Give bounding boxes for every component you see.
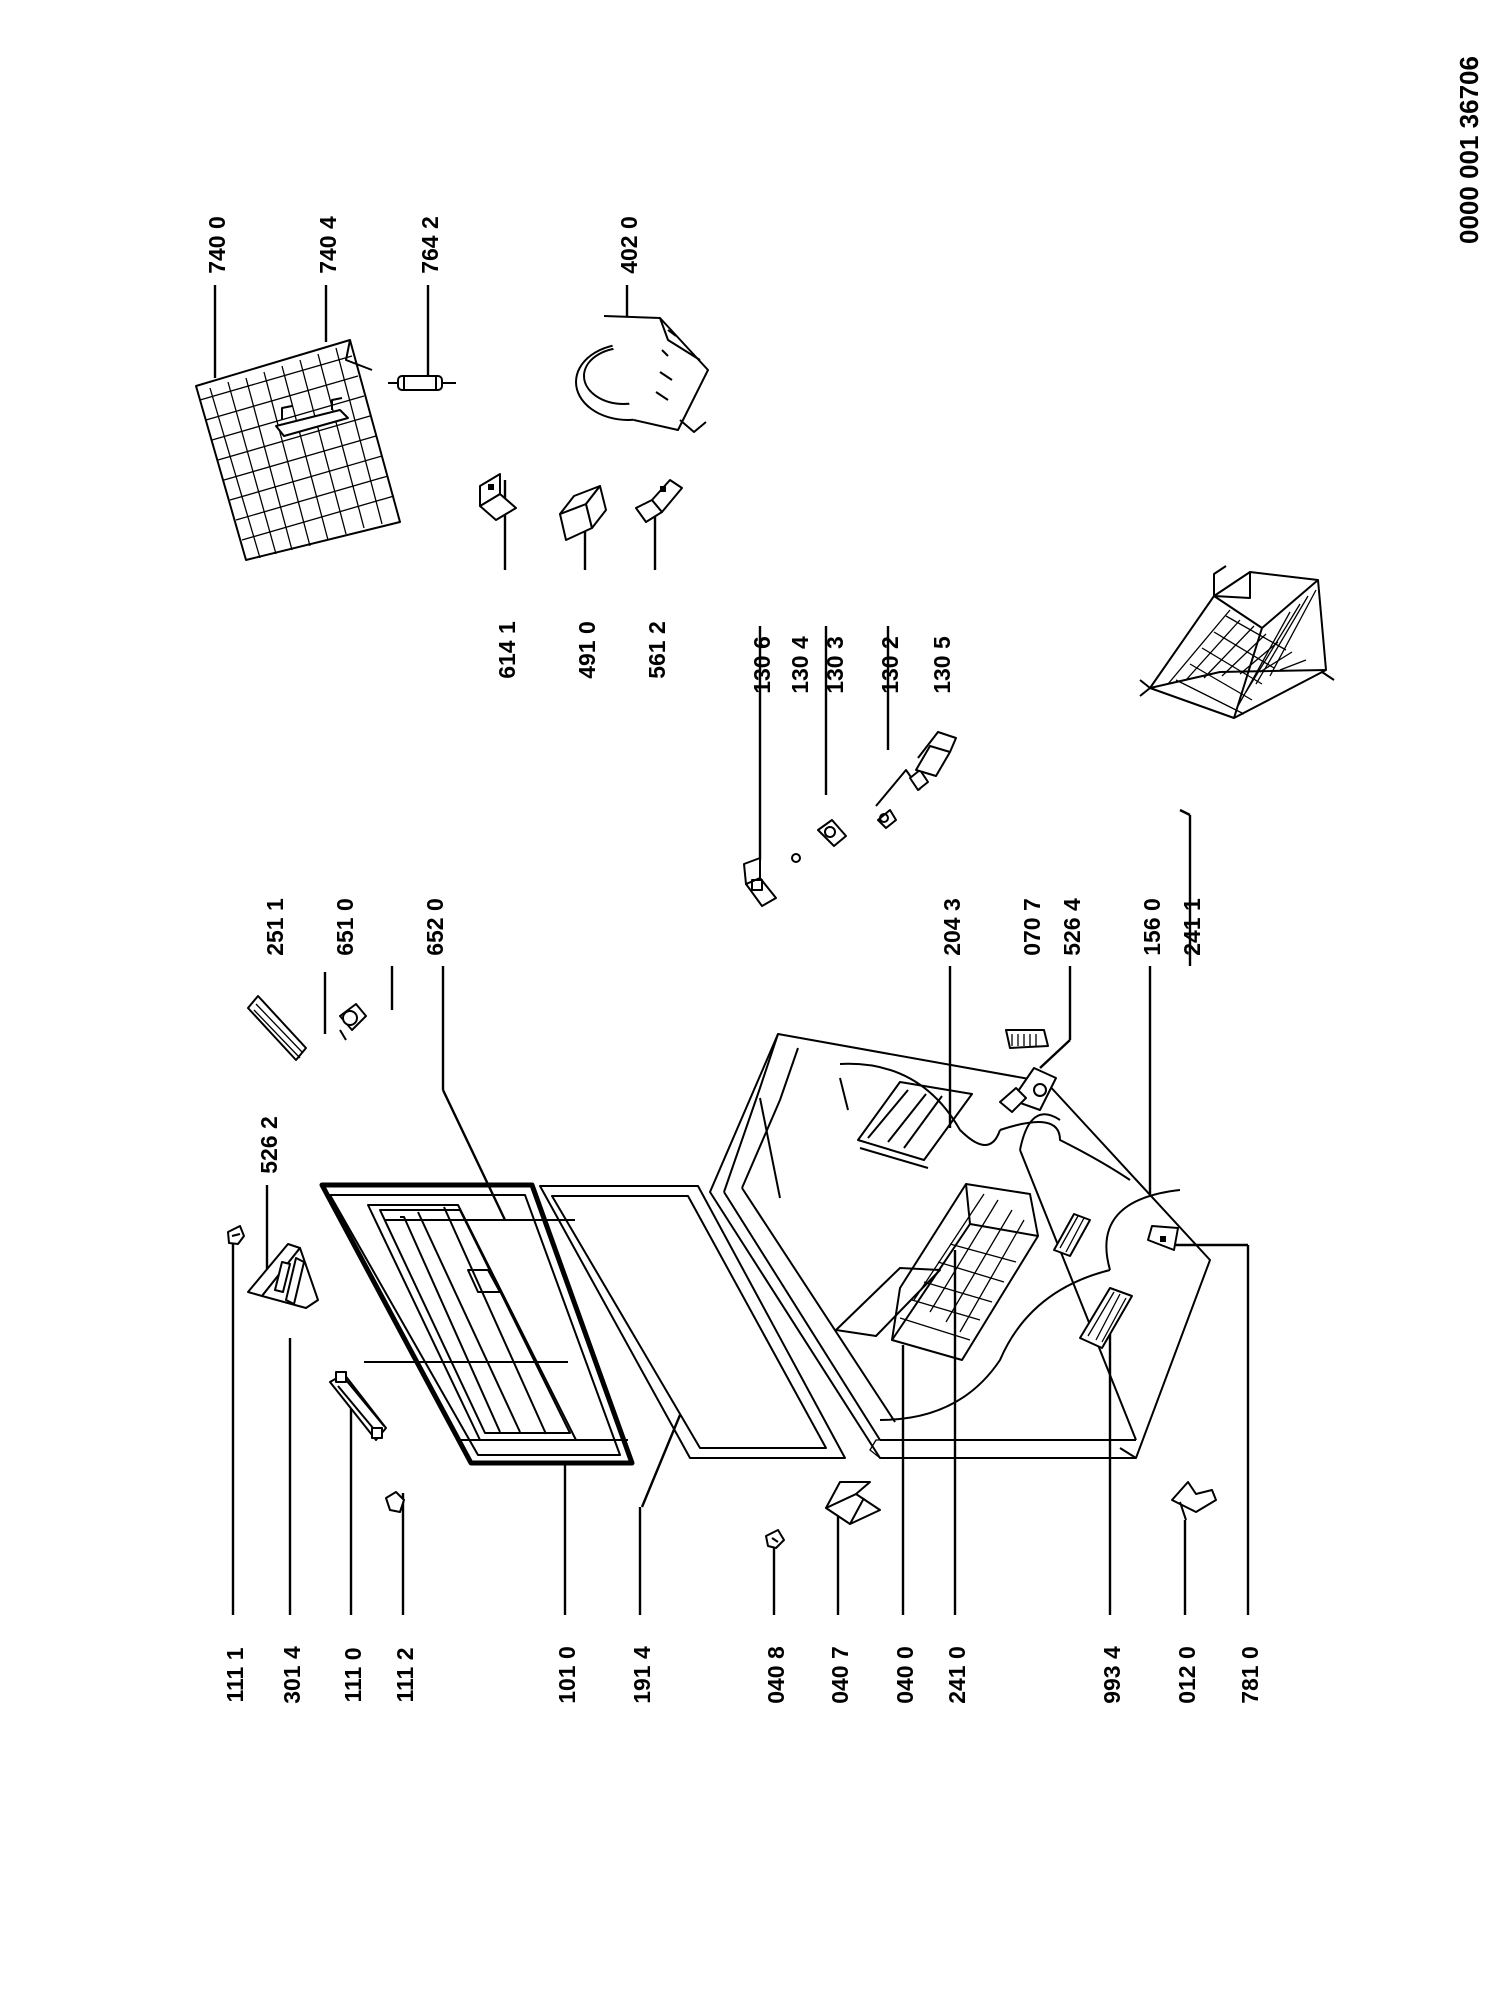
label-204-3: 204 3 [939, 898, 965, 956]
label-651-0: 651 0 [332, 898, 358, 956]
small-clip-part [385, 1491, 405, 1513]
label-491-0: 491 0 [574, 621, 600, 679]
label-040-8: 040 8 [763, 1646, 789, 1704]
foot-block-part [825, 1481, 881, 1525]
label-241-0: 241 0 [944, 1646, 970, 1704]
label-241-1: 241 1 [1179, 898, 1205, 956]
hinge-bar-part [247, 995, 307, 1061]
control-panel-vent-part [1079, 1287, 1133, 1349]
label-740-4: 740 4 [315, 216, 341, 274]
inner-basket-part [835, 1183, 1039, 1361]
label-993-4: 993 4 [1099, 1646, 1125, 1704]
compressor-part [575, 315, 709, 433]
hinge-plate-part [247, 1243, 319, 1309]
filter-drier-part [388, 375, 456, 391]
label-614-1: 614 1 [494, 621, 520, 679]
small-screw-part [765, 1529, 785, 1549]
clamp-part [817, 819, 847, 847]
label-561-2: 561 2 [644, 621, 670, 679]
foot-bracket-part [1171, 1481, 1217, 1521]
callout-lines [213, 285, 1250, 1615]
label-191-4: 191 4 [629, 1646, 655, 1704]
label-652-0: 652 0 [422, 898, 448, 956]
door-handle-part [329, 1371, 387, 1441]
document-id: 0000 001 36706 [1454, 56, 1484, 244]
label-130-2: 130 2 [877, 636, 903, 694]
thermostat-part [999, 1067, 1057, 1113]
cover-block-part [559, 485, 607, 541]
freezer-lid-part [319, 1182, 635, 1466]
part-number-labels: 111 1 301 4 111 0 111 2 101 0 191 4 040 … [204, 216, 1263, 1704]
label-526-4: 526 4 [1059, 898, 1085, 956]
label-111-0: 111 0 [340, 1647, 366, 1702]
wire-basket-part [1139, 565, 1335, 719]
label-101-0: 101 0 [554, 1646, 580, 1704]
label-251-1: 251 1 [262, 898, 288, 956]
label-070-7: 070 7 [1019, 898, 1045, 956]
vent-grille-part [1005, 1029, 1049, 1049]
label-740-0: 740 0 [204, 216, 230, 274]
label-301-4: 301 4 [279, 1646, 305, 1704]
lid-gasket-part [539, 1185, 846, 1459]
connector-block-part [479, 473, 517, 521]
inner-tray-part [857, 1081, 973, 1169]
terminal-part [635, 479, 683, 523]
label-526-2: 526 2 [256, 1116, 282, 1174]
lamp-part [339, 1003, 367, 1041]
label-764-2: 764 2 [417, 216, 443, 274]
capacitor-part [915, 731, 957, 777]
label-040-7: 040 7 [827, 1646, 853, 1704]
label-111-2: 111 2 [392, 1647, 418, 1702]
side-vent-part [1053, 1213, 1091, 1257]
freezer-cabinet-part [709, 1033, 1211, 1459]
label-156-0: 156 0 [1139, 898, 1165, 956]
label-781-0: 781 0 [1237, 1646, 1263, 1704]
hinge-clip-part [227, 1225, 245, 1245]
label-130-6: 130 6 [749, 636, 775, 694]
relay-box-part [743, 857, 777, 907]
label-402-0: 402 0 [616, 216, 642, 274]
label-111-1: 111 1 [222, 1647, 248, 1702]
label-040-0: 040 0 [892, 1646, 918, 1704]
label-130-5: 130 5 [929, 636, 955, 694]
ring-washer-part [791, 853, 801, 863]
parts-drawings [195, 315, 1335, 1549]
coil-clip-part [275, 397, 349, 437]
label-012-0: 012 0 [1174, 1646, 1200, 1704]
rating-plate-part [1147, 1225, 1179, 1251]
condenser-coil-part [195, 339, 401, 561]
overload-protector-part [875, 769, 929, 829]
label-130-4: 130 4 [787, 636, 813, 694]
label-130-3: 130 3 [822, 636, 848, 694]
